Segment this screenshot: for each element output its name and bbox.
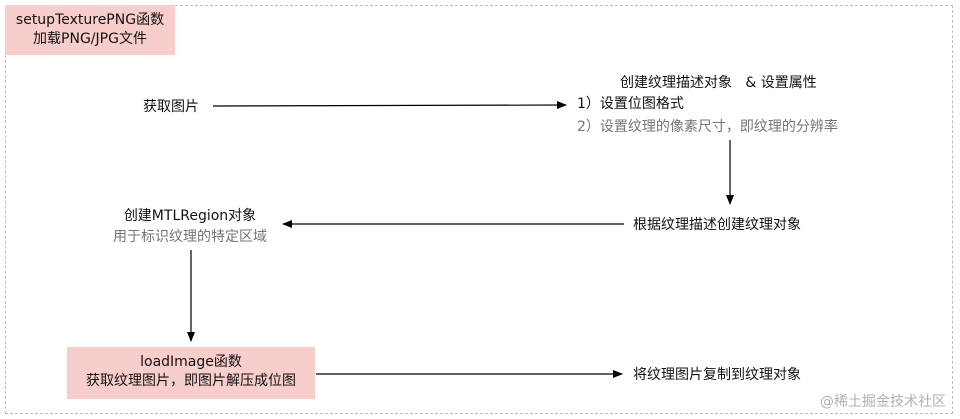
arrow-get-image-to-descriptor xyxy=(212,101,567,110)
create-region-title: 创建MTLRegion对象 xyxy=(123,208,257,224)
copy-to-texture-label: 将纹理图片复制到纹理对象 xyxy=(633,367,801,383)
create-region-subtitle: 用于标识纹理的特定区域 xyxy=(113,229,267,245)
setup-texture-subtitle: 加载PNG/JPG文件 xyxy=(33,31,147,47)
setup-texture-title: setupTexturePNG函数 xyxy=(15,12,165,28)
diagram-frame xyxy=(5,5,953,414)
create-texture-label: 根据纹理描述创建纹理对象 xyxy=(633,217,801,233)
load-image-subtitle: 获取纹理图片，即图片解压成位图 xyxy=(86,373,296,389)
descriptor-item-2: 2）设置纹理的像素尺寸，即纹理的分辨率 xyxy=(577,119,838,135)
watermark: @稀土掘金技术社区 xyxy=(820,394,946,410)
load-image-title: loadImage函数 xyxy=(140,354,242,370)
setup-texture-box: setupTexturePNG函数 加载PNG/JPG文件 xyxy=(5,5,175,55)
get-image-label: 获取图片 xyxy=(143,99,199,115)
descriptor-item-1: 1）设置位图格式 xyxy=(577,96,684,112)
create-descriptor-title: 创建纹理描述对象 & 设置属性 xyxy=(620,75,817,91)
load-image-box: loadImage函数 获取纹理图片，即图片解压成位图 xyxy=(67,347,315,399)
